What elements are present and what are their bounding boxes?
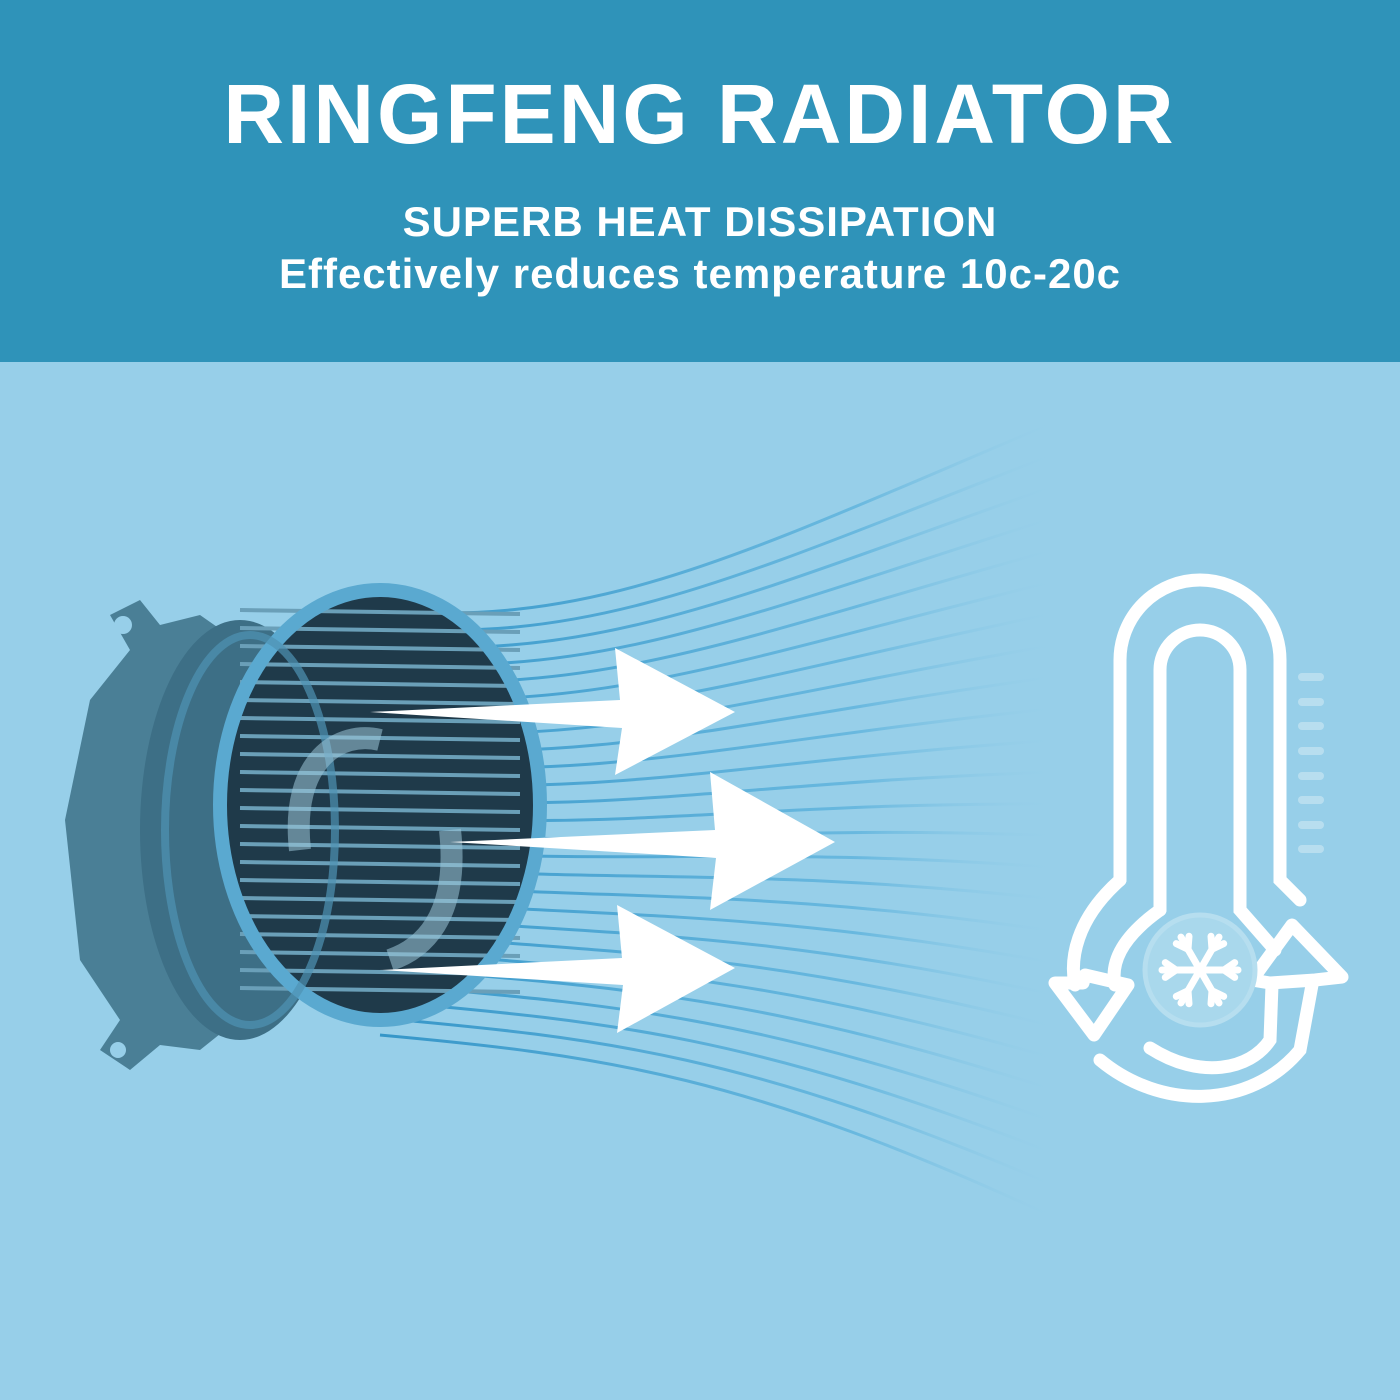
circular-arrows-icon	[1048, 918, 1349, 1042]
header-banner: RINGFENG RADIATOR SUPERB HEAT DISSIPATIO…	[0, 0, 1400, 362]
fan-fin	[239, 914, 521, 922]
snowflake-arm	[1208, 987, 1228, 1000]
scale-ticks	[1298, 673, 1324, 853]
airflow-line	[379, 1016, 1061, 1190]
tagline: Effectively reduces temperature 10c-20c	[278, 250, 1122, 297]
airflow-line	[379, 999, 1061, 1158]
snowflake-arm	[1196, 933, 1223, 974]
snowflake-icon	[1158, 932, 1242, 1008]
airflow-arrow-icon	[370, 648, 735, 775]
fan-fin	[239, 878, 521, 886]
fan-fin	[239, 770, 521, 778]
snowflake-arm	[1196, 966, 1223, 1007]
fan-fin	[239, 896, 521, 904]
fan-fin	[239, 698, 521, 706]
airflow-arrow-icon	[450, 772, 835, 910]
thermometer-icon	[1048, 573, 1349, 1103]
fan-fin	[239, 644, 521, 652]
fan-fin	[239, 932, 521, 940]
airflow-arrows	[370, 648, 835, 1033]
illustration	[65, 418, 1349, 1222]
fan-fin	[239, 662, 521, 670]
fan-fin	[239, 842, 521, 850]
fan-fin	[239, 788, 521, 796]
fan-fin	[239, 806, 521, 814]
snowflake-arm	[1184, 987, 1193, 1008]
snowflake-arm	[1177, 966, 1204, 1007]
fan-fin	[239, 716, 521, 724]
snowflake-arm	[1161, 966, 1180, 981]
page-title: RINGFENG RADIATOR	[223, 67, 1177, 161]
fan-fin	[239, 608, 521, 616]
subtitle: SUPERB HEAT DISSIPATION	[402, 198, 998, 245]
airflow-line	[379, 418, 1061, 615]
airflow-line	[379, 1033, 1061, 1222]
snowflake-arm	[1220, 959, 1239, 974]
airflow-arrow-icon	[380, 905, 735, 1033]
fan-fin	[239, 824, 521, 832]
fan-fin	[239, 950, 521, 958]
fan-fin	[239, 680, 521, 688]
fan-image	[65, 583, 547, 1070]
fan-fin	[239, 752, 521, 760]
snowflake-arm	[1177, 933, 1204, 974]
snowflake-arm	[1172, 940, 1192, 953]
airflow-line	[379, 965, 1061, 1094]
fan-fin	[239, 860, 521, 868]
snowflake-arm	[1207, 932, 1216, 953]
